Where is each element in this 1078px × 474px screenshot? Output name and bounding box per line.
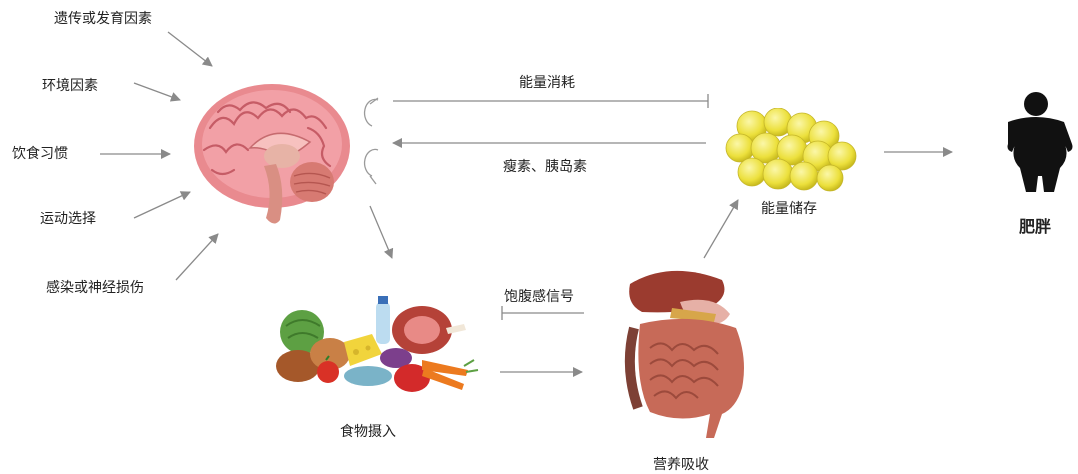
factor-genetic: 遗传或发育因素 <box>54 11 152 27</box>
factor-infection: 感染或神经损伤 <box>46 280 144 296</box>
brain-illustration <box>194 84 350 224</box>
arrow-brain-food <box>369 205 394 259</box>
leptin-insulin-label: 瘦素、胰岛素 <box>503 159 587 175</box>
obese-person-icon <box>1007 92 1073 192</box>
satiety-signal-label: 饱腹感信号 <box>504 289 574 305</box>
arrow-digestion-storage <box>703 199 739 259</box>
food-intake-label: 食物摄入 <box>340 424 396 440</box>
arrow-genetic <box>167 31 213 67</box>
energy-expenditure-label: 能量消耗 <box>519 75 575 91</box>
digestive-system-illustration <box>624 270 744 438</box>
factor-diet: 饮食习惯 <box>12 146 68 162</box>
food-illustration <box>276 296 479 392</box>
factor-exercise: 运动选择 <box>40 211 96 227</box>
fat-cells-illustration <box>725 108 857 192</box>
factor-environment: 环境因素 <box>42 78 98 94</box>
arrow-environment <box>133 82 181 102</box>
obesity-label: 肥胖 <box>1019 217 1052 236</box>
energy-storage-label: 能量储存 <box>761 201 817 217</box>
arrow-exercise <box>133 191 191 219</box>
digestion-label: 营养吸收 <box>653 457 709 473</box>
arrow-infection <box>175 233 219 281</box>
